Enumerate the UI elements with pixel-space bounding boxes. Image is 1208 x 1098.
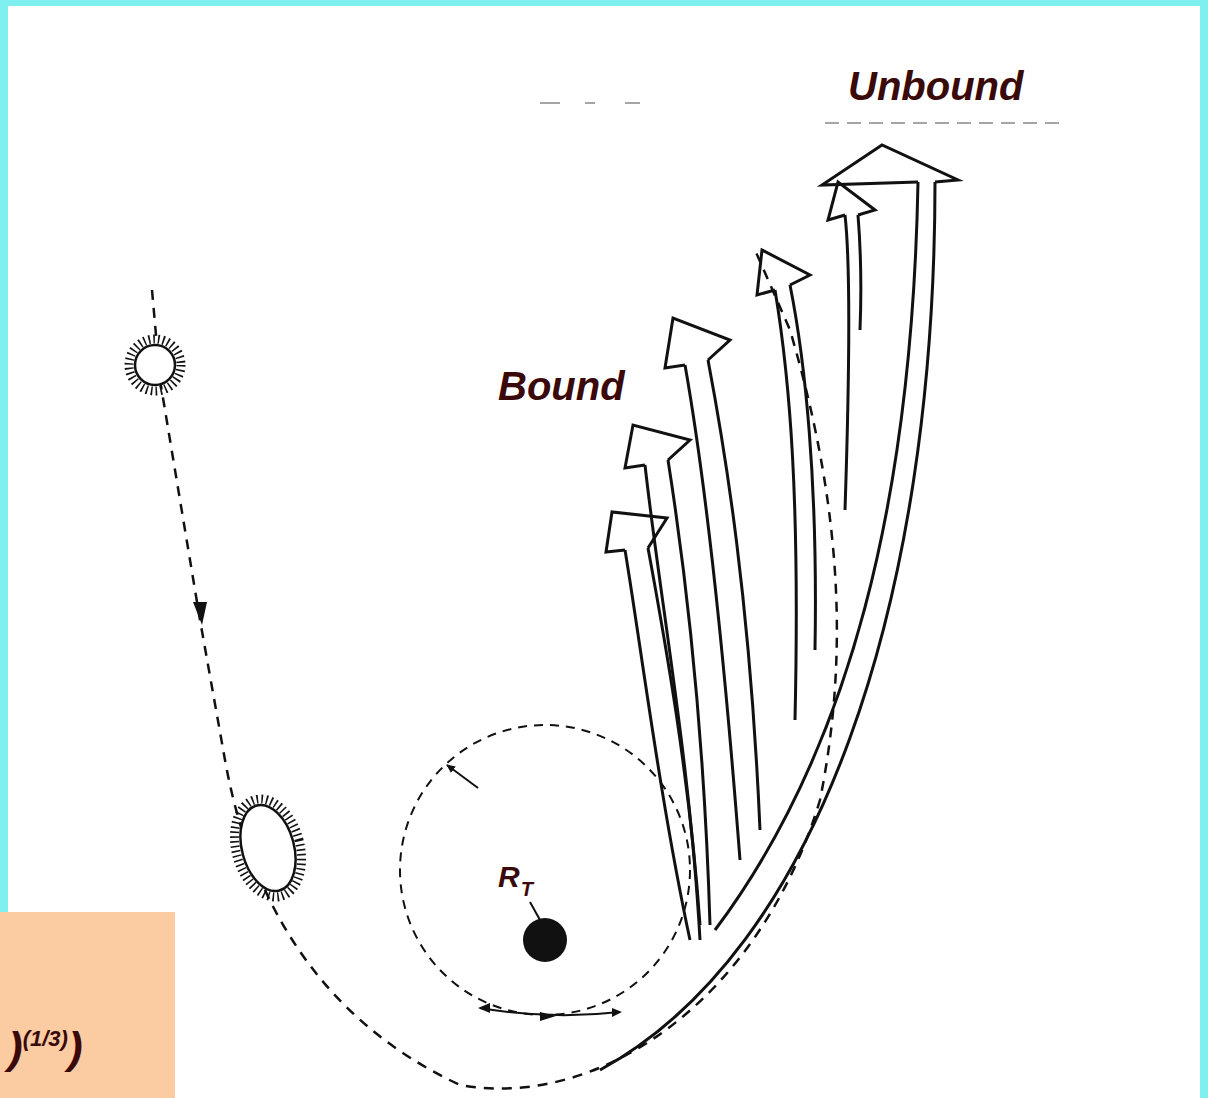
radius-symbol: R: [498, 862, 520, 892]
radius-subscript: T: [521, 879, 533, 899]
parenthesis: ): [68, 1026, 83, 1070]
region-label: Unbound: [848, 66, 1024, 106]
exponent: (1/3): [23, 1028, 68, 1050]
parenthesis: ): [8, 1026, 23, 1070]
region-label: Bound: [498, 366, 625, 406]
background: [8, 6, 1200, 1098]
formula-box: )(1/3)): [0, 912, 175, 1098]
